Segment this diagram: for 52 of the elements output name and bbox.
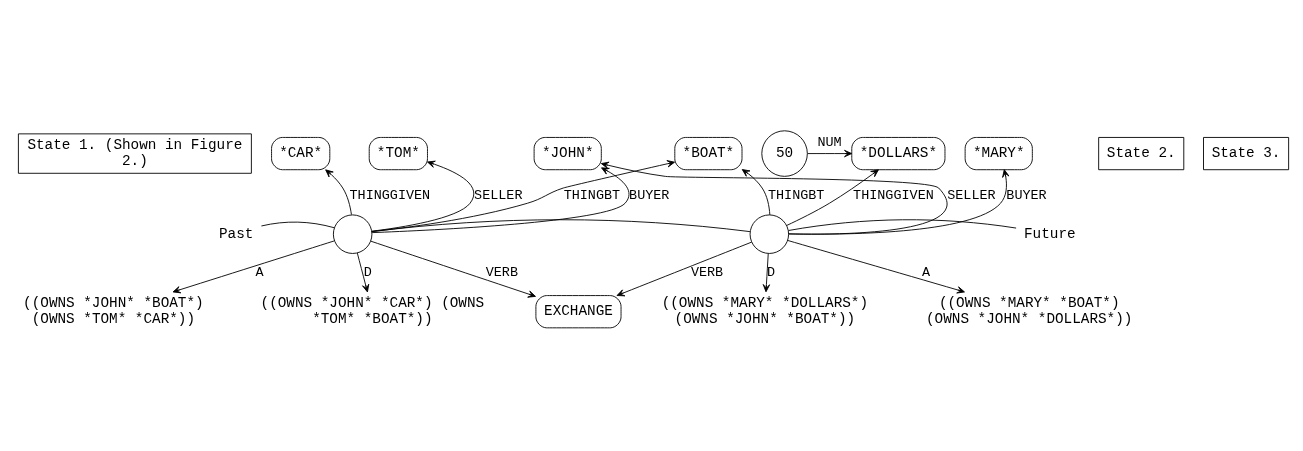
node-box: State 3. bbox=[1203, 137, 1290, 171]
edge-label: THINGGIVEN bbox=[853, 187, 934, 203]
arrow bbox=[356, 252, 370, 293]
arrow bbox=[172, 240, 335, 294]
arrow bbox=[370, 240, 536, 298]
node-circle bbox=[749, 214, 790, 254]
arrow bbox=[325, 169, 352, 216]
arrow bbox=[807, 149, 853, 158]
node-text: Future bbox=[1024, 225, 1076, 242]
edge-label: THINGBT bbox=[767, 187, 825, 203]
node-text: ((OWNS *JOHN* *BOAT*) (OWNS *TOM* *CAR*)) bbox=[23, 295, 204, 328]
edge-label: SELLER bbox=[947, 187, 996, 203]
arrow bbox=[371, 160, 475, 232]
edge-label: VERB bbox=[485, 264, 518, 280]
edge-label: D bbox=[363, 264, 372, 280]
edge-label: THINGGIVEN bbox=[349, 187, 431, 203]
node-text: Past bbox=[218, 225, 254, 242]
node-box: State 1. (Shown in Figure 2.) bbox=[17, 133, 252, 174]
node-box: *TOM* bbox=[368, 137, 428, 171]
arrow bbox=[787, 239, 965, 294]
arrow bbox=[786, 169, 879, 226]
edge-label: THINGBT bbox=[563, 187, 621, 203]
edge-label: A bbox=[255, 264, 264, 280]
edge-label: VERB bbox=[690, 264, 724, 280]
arrow bbox=[741, 169, 771, 216]
node-text: ((OWNS *MARY* *BOAT*) (OWNS *JOHN* *DOLLARS*)) bbox=[926, 295, 1133, 328]
arrow bbox=[600, 161, 948, 235]
edge-label: A bbox=[922, 264, 931, 280]
node-box: *MARY* bbox=[964, 137, 1033, 171]
node-circle bbox=[332, 214, 373, 254]
connector bbox=[788, 219, 1017, 231]
node-box: *JOHN* bbox=[533, 137, 602, 171]
arrow bbox=[616, 241, 753, 297]
arrow bbox=[788, 169, 1010, 235]
node-box: EXCHANGE bbox=[535, 295, 622, 329]
edge-label: D bbox=[767, 264, 776, 280]
node-box: *DOLLARS* bbox=[851, 137, 946, 171]
edge-label: NUM bbox=[817, 135, 842, 151]
node-box: *BOAT* bbox=[674, 137, 743, 171]
edge-label: BUYER bbox=[629, 187, 670, 203]
arrow bbox=[371, 160, 675, 232]
arrow bbox=[762, 253, 771, 293]
node-text: ((OWNS *MARY* *DOLLARS*) (OWNS *JOHN* *BOAT*)) bbox=[661, 295, 869, 328]
node-box: *CAR* bbox=[271, 137, 331, 171]
node-text: ((OWNS *JOHN* *CAR*) (OWNS *TOM* *BOAT*)) bbox=[260, 295, 485, 328]
node-circle: 50 bbox=[761, 130, 808, 177]
edge-label: BUYER bbox=[1006, 187, 1047, 203]
edge-label: SELLER bbox=[474, 187, 523, 203]
connector bbox=[260, 221, 335, 229]
arrow bbox=[371, 167, 630, 234]
node-box: State 2. bbox=[1098, 137, 1185, 171]
connector bbox=[371, 219, 751, 233]
